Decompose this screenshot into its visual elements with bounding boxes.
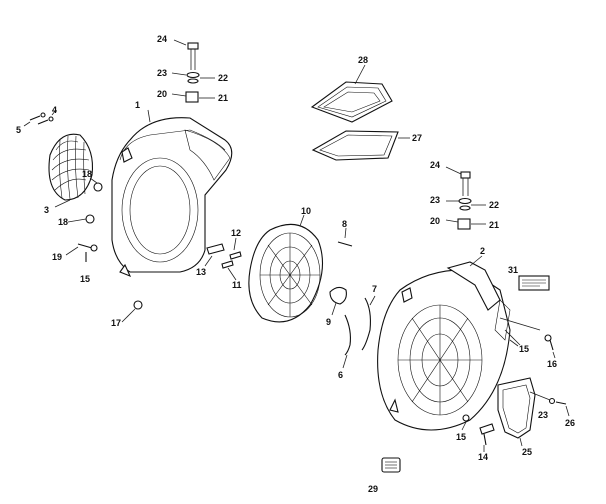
callout-12: 12 [231,228,241,238]
callout-15: 15 [519,344,529,354]
callout-25: 25 [522,447,532,457]
bolt-stack-top [171,39,215,103]
callout-10: 10 [301,206,311,216]
callout-3: 3 [44,205,49,215]
callout-4: 4 [52,105,57,115]
housing-half-2 [377,255,511,431]
callout-21: 21 [489,220,499,230]
callout-22: 22 [218,73,228,83]
callout-2: 2 [480,246,485,256]
callout-9: 9 [326,317,331,327]
callout-23: 23 [157,68,167,78]
callout-20: 20 [157,89,167,99]
callout-17: 17 [111,318,121,328]
callout-15: 15 [80,274,90,284]
cover-plate-25 [497,377,570,447]
middle-pieces [329,227,376,369]
callout-23: 23 [430,195,440,205]
callout-5: 5 [16,125,21,135]
screws-4-5 [23,109,57,127]
decal-31 [518,275,550,291]
housing-half-1 [111,109,233,278]
callout-11: 11 [232,280,242,290]
callout-13: 13 [196,267,206,277]
seal-28 [310,64,393,123]
callout-22: 22 [489,200,499,210]
decal-29 [381,457,401,473]
callout-7: 7 [372,284,377,294]
bolt-stack-right [445,166,486,230]
callout-26: 26 [565,418,575,428]
gasket-27 [311,130,410,161]
left-fasteners [65,177,143,323]
right-fasteners [461,317,556,452]
callout-29: 29 [368,484,378,494]
callout-23: 23 [538,410,548,420]
callout-8: 8 [342,219,347,229]
callout-15: 15 [456,432,466,442]
callout-6: 6 [338,370,343,380]
callout-14: 14 [478,452,488,462]
callout-16: 16 [547,359,557,369]
callout-27: 27 [412,133,422,143]
callout-24: 24 [430,160,440,170]
callout-labels: 24 23 22 20 21 28 27 1 4 5 18 3 18 24 23… [16,34,575,494]
callout-20: 20 [430,216,440,226]
callout-24: 24 [157,34,167,44]
callout-21: 21 [218,93,228,103]
callout-28: 28 [358,55,368,65]
impeller-10 [248,214,323,323]
callout-1: 1 [135,100,140,110]
callout-31: 31 [508,265,518,275]
pins-11-12-13 [204,237,242,281]
callout-18: 18 [82,169,92,179]
callout-18: 18 [58,217,68,227]
callout-19: 19 [52,252,62,262]
intake-grille-3 [48,133,94,208]
